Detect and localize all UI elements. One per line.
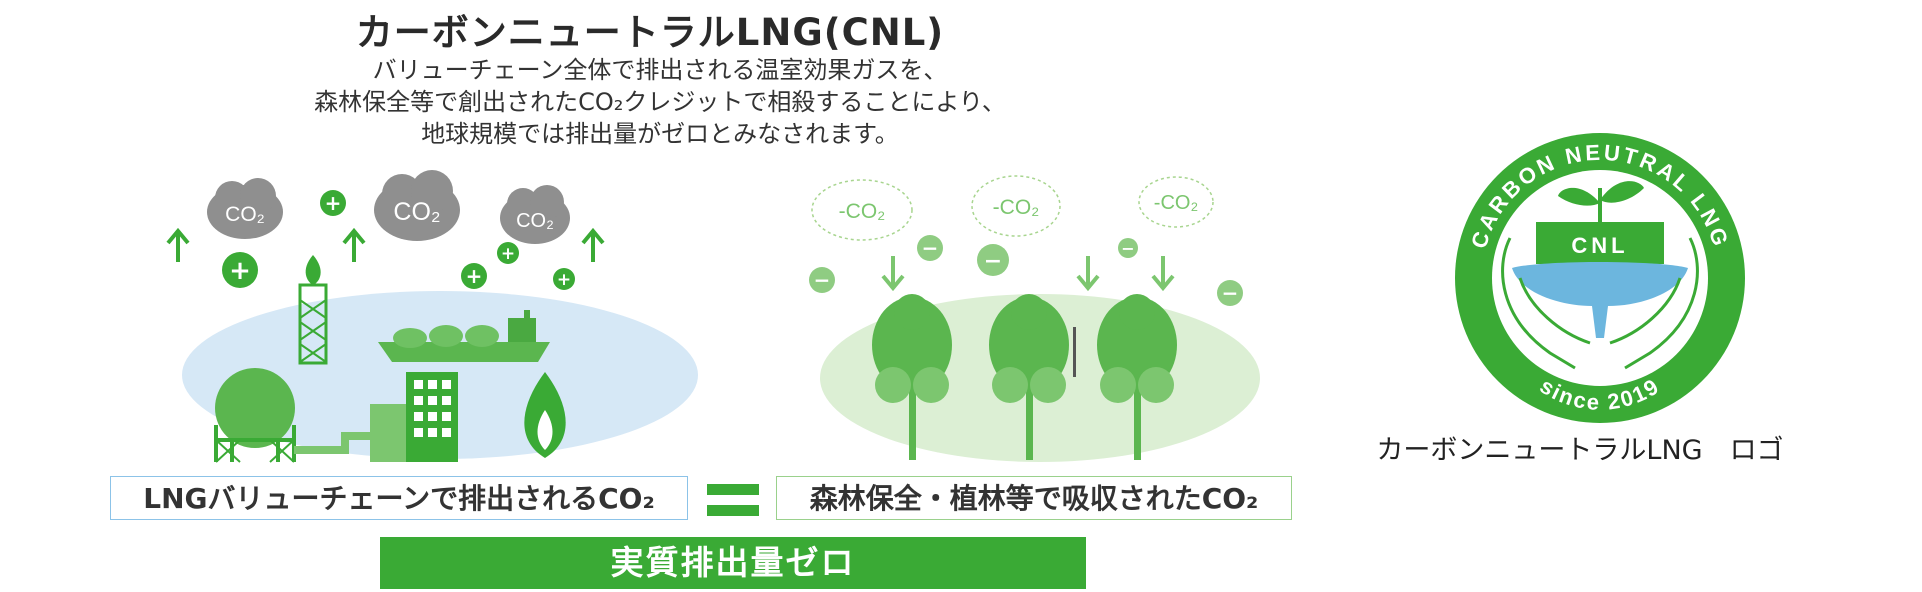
- tree-icon-3: [1097, 294, 1177, 460]
- svg-text:+: +: [501, 244, 515, 264]
- description-line-1: バリューチェーン全体で排出される温室効果ガスを、: [372, 56, 948, 84]
- tree-icon-2: [989, 294, 1069, 460]
- text-cursor: [1073, 327, 1076, 377]
- down-arrow-icons: [881, 256, 1175, 292]
- flare-tower-icon: [298, 255, 328, 365]
- svg-text:−: −: [1222, 281, 1239, 305]
- absorption-caption-box: 森林保全・植林等で吸収されたCO₂: [776, 476, 1292, 520]
- emission-caption-box: LNGバリューチェーンで排出されるCO₂: [110, 476, 688, 520]
- cloud-label: -CO₂: [839, 200, 886, 223]
- description-line-3: 地球規模では排出量がゼロとみなされます。: [421, 120, 899, 148]
- svg-text:−: −: [922, 236, 939, 260]
- svg-text:−: −: [814, 268, 831, 292]
- pipeline: [294, 432, 370, 454]
- gas-tank-icon: [214, 368, 296, 463]
- svg-text:+: +: [325, 191, 342, 215]
- gray-cloud-1: CO₂: [207, 178, 283, 239]
- emission-illustration: CO₂ CO₂ CO₂ + + + +: [166, 170, 698, 463]
- logo-center-text: CNL: [1571, 233, 1628, 258]
- plus-icons: + + + + +: [222, 190, 575, 290]
- dotted-cloud-2: -CO₂: [971, 175, 1061, 237]
- gray-cloud-2: CO₂: [374, 170, 460, 241]
- tree-icon-1: [872, 294, 952, 460]
- minus-icons: − − − − −: [809, 235, 1243, 306]
- hands-icon: [1501, 237, 1699, 370]
- svg-text:−: −: [984, 249, 1002, 274]
- svg-text:+: +: [466, 264, 483, 288]
- svg-text:−: −: [1121, 239, 1134, 258]
- description: バリューチェーン全体で排出される温室効果ガスを、 森林保全等で創出されたCO₂ク…: [250, 54, 1070, 150]
- flame-icon: [524, 372, 566, 458]
- up-arrow-icons: [166, 227, 605, 262]
- sprout-icon: [1558, 181, 1644, 223]
- svg-text:+: +: [229, 256, 251, 286]
- gray-cloud-3: CO₂: [500, 185, 570, 244]
- cloud-label: CO₂: [393, 198, 440, 226]
- net-zero-banner: 実質排出量ゼロ: [380, 537, 1086, 589]
- logo-ship-band: [1536, 222, 1664, 264]
- lng-ship-icon: [378, 310, 550, 362]
- logo-water: [1512, 262, 1688, 338]
- svg-text:+: +: [557, 270, 571, 290]
- factory-icon: [370, 372, 458, 462]
- cnl-logo: CARBON NEUTRAL LNG since 2019 CNL: [1455, 133, 1745, 423]
- cloud-label: -CO₂: [993, 196, 1040, 219]
- absorption-illustration: -CO₂ -CO₂ -CO₂ − − − − −: [809, 175, 1260, 462]
- equals-icon: [707, 482, 759, 518]
- dotted-cloud-3: -CO₂: [1138, 176, 1214, 228]
- cloud-label: CO₂: [225, 203, 265, 226]
- cloud-label: -CO₂: [1154, 192, 1198, 214]
- cloud-label: CO₂: [516, 210, 554, 232]
- logo-caption: カーボンニュートラルLNG ロゴ: [1376, 435, 1784, 466]
- description-line-2: 森林保全等で創出されたCO₂クレジットで相殺することにより、: [314, 88, 1006, 116]
- dotted-cloud-1: -CO₂: [811, 179, 913, 241]
- page-title: カーボンニュートラルLNG(CNL): [355, 11, 945, 54]
